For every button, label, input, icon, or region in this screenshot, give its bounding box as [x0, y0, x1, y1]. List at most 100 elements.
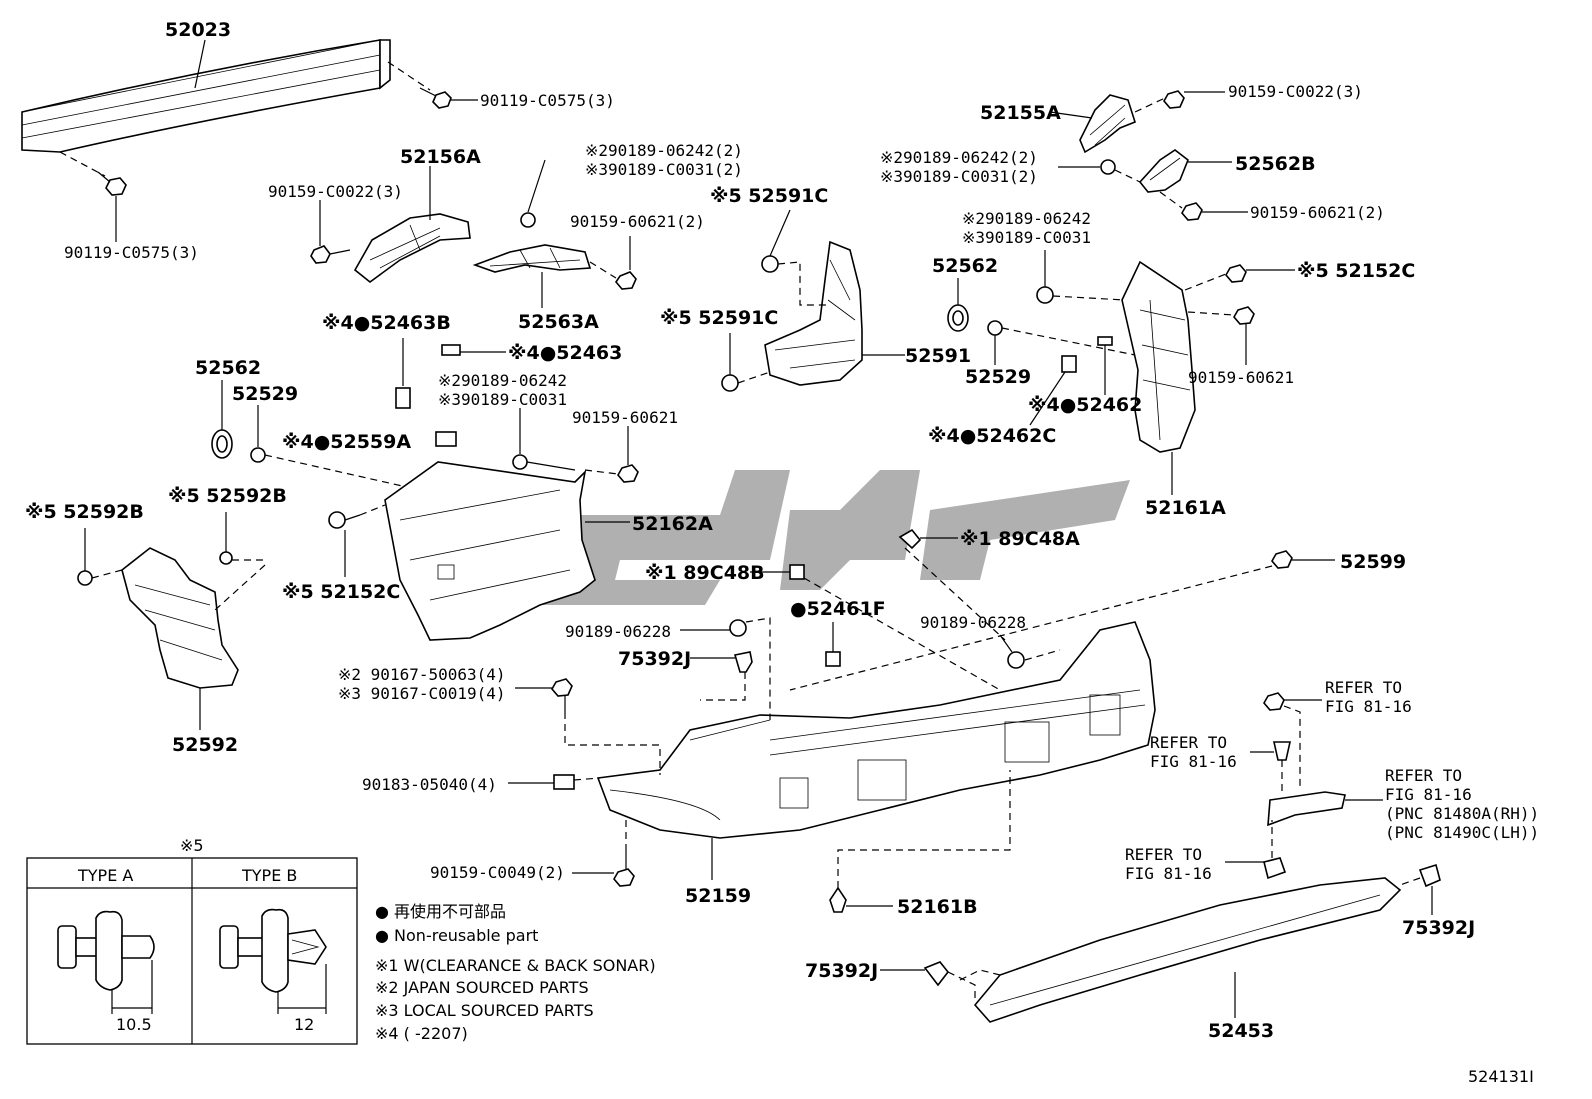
part-52592-bracket: [77, 512, 266, 730]
part-52162A-side-bracket: [384, 461, 630, 641]
label-refer-4b: FIG 81-16: [1125, 864, 1212, 883]
label-29-right-b: ※290189-06242: [962, 209, 1091, 228]
label-90159-60621-mid: 90159-60621: [572, 408, 678, 427]
label-29-left-a: ※290189-06242(2): [585, 141, 743, 160]
clip-52152C-left-icon: [328, 504, 386, 577]
bolt-90119-left-icon: [59, 151, 127, 242]
label-52461F: ●52461F: [790, 598, 886, 620]
label-refer-1b: FIG 81-16: [1325, 697, 1412, 716]
note-2: ● Non-reusable part: [375, 926, 538, 945]
label-29-right-a: ※290189-06242(2): [880, 148, 1038, 167]
clip-75392J-bottom-icon: [880, 961, 1001, 1000]
label-52592B-b: ※5 52592B: [168, 485, 287, 507]
bolt-refer-top-icon: [1263, 692, 1322, 790]
figure-id: 524131I: [1468, 1067, 1534, 1086]
label-52453: 52453: [1208, 1020, 1274, 1042]
part-reflector-icon: [1267, 791, 1383, 827]
label-90119-top: 90119-C0575(3): [480, 91, 615, 110]
label-39-right-a: ※390189-C0031(2): [880, 167, 1038, 186]
label-52562-left: 52562: [195, 357, 261, 379]
label-89C48B: ※1 89C48B: [645, 562, 765, 584]
label-90183: 90183-05040(4): [362, 775, 497, 794]
label-refer-2a: REFER TO: [1150, 733, 1227, 752]
label-52152C-left: ※5 52152C: [282, 581, 400, 603]
label-90189-06228-right: 90189-06228: [920, 613, 1026, 632]
part-52159-bumper-cover: [596, 621, 1156, 880]
label-52152C-right: ※5 52152C: [1297, 260, 1415, 282]
label-52161A: 52161A: [1145, 497, 1226, 519]
label-52463: ※4●52463: [508, 342, 622, 364]
part-52563A-bracket: [472, 159, 637, 308]
label-90159-C0049: 90159-C0049(2): [430, 863, 565, 882]
label-90159-C0022-right: 90159-C0022(3): [1228, 82, 1363, 101]
label-52161B: 52161B: [897, 896, 978, 918]
part-52155A-bracket: [1049, 90, 1225, 154]
bolt-90119-top-icon: [387, 61, 478, 109]
label-52162A: 52162A: [632, 513, 713, 535]
part-52562B-bracket: [1058, 149, 1248, 221]
clip-90189-06228-left-icon: [680, 617, 771, 720]
label-refer-3c: (PNC 81480A(RH)): [1385, 804, 1539, 823]
part-52023-reinforcement: [21, 39, 391, 153]
label-39-mid: ※390189-C0031: [438, 390, 567, 409]
label-refer-1a: REFER TO: [1325, 678, 1402, 697]
part-52156A-bracket: [310, 166, 471, 284]
part-52591-bracket: [721, 209, 905, 392]
label-75392J-bottom: 75392J: [805, 960, 878, 982]
clip-52463-icon: [441, 344, 506, 356]
clip-52161B-icon: [829, 770, 1011, 913]
label-2-90167: ※2 90167-50063(4): [338, 665, 506, 684]
label-refer-2b: FIG 81-16: [1150, 752, 1237, 771]
label-90159-60621-2-left: 90159-60621(2): [570, 212, 705, 231]
label-52599: 52599: [1340, 551, 1406, 573]
label-52562-right: 52562: [932, 255, 998, 277]
clip-type-a-icon: [57, 910, 155, 1014]
label-90189-06228-left: 90189-06228: [565, 622, 671, 641]
note-6: ※4 ( -2207): [375, 1024, 468, 1043]
label-29-mid: ※290189-06242: [438, 371, 567, 390]
label-90119-left: 90119-C0575(3): [64, 243, 199, 262]
label-52592: 52592: [172, 734, 238, 756]
clip-52462C-icon: [1029, 355, 1077, 426]
clip-type-b-icon: [219, 908, 327, 1014]
label-52591C-mid: ※5 52591C: [660, 307, 778, 329]
note-3: ※1 W(CLEARANCE & BACK SONAR): [375, 956, 656, 975]
note-4: ※2 JAPAN SOURCED PARTS: [375, 978, 589, 997]
note-1: ● 再使用不可部品: [375, 902, 506, 921]
label-52529-left: 52529: [232, 383, 298, 405]
label-52463B: ※4●52463B: [322, 312, 451, 334]
bolt-90159-C0049-icon: [572, 820, 635, 887]
label-75392J-top: 75392J: [618, 648, 691, 670]
nut-90183-icon: [508, 774, 601, 790]
grommet-52562-right-icon: [947, 278, 969, 332]
label-52159: 52159: [685, 885, 751, 907]
legend-dim-a: 10.5: [116, 1015, 152, 1034]
label-39-left-a: ※390189-C0031(2): [585, 160, 743, 179]
label-refer-3b: FIG 81-16: [1385, 785, 1472, 804]
clip-refer-bottom-icon: [1225, 820, 1287, 880]
label-52529-right: 52529: [965, 366, 1031, 388]
clip-90189-06228-right-icon: [999, 634, 1061, 669]
label-52023: 52023: [165, 19, 231, 41]
bolt-90167-icon: [515, 678, 661, 775]
label-52462: ※4●52462: [1028, 394, 1142, 416]
note-5: ※3 LOCAL SOURCED PARTS: [375, 1001, 594, 1020]
label-39-right-b: ※390189-C0031: [962, 228, 1091, 247]
label-52562B: 52562B: [1235, 153, 1316, 175]
label-90159-60621-2-right: 90159-60621(2): [1250, 203, 1385, 222]
clip-75392J-right-icon: [1399, 863, 1441, 915]
sensor-89C48A-icon: [898, 528, 1006, 641]
clip-52559A-icon: [435, 431, 457, 447]
part-52161A-support: [1121, 260, 1295, 495]
label-52592B-a: ※5 52592B: [25, 501, 144, 523]
clip-refer-mid-icon: [1250, 741, 1291, 795]
legend-title: ※5: [180, 836, 204, 855]
label-90159-60621-right: 90159-60621: [1188, 368, 1294, 387]
label-3-90167: ※3 90167-C0019(4): [338, 684, 506, 703]
label-refer-3a: REFER TO: [1385, 766, 1462, 785]
label-75392J-right: 75392J: [1402, 917, 1475, 939]
label-52462C: ※4●52462C: [928, 425, 1056, 447]
clip-52461F-icon: [825, 622, 841, 667]
label-52591: 52591: [905, 345, 971, 367]
